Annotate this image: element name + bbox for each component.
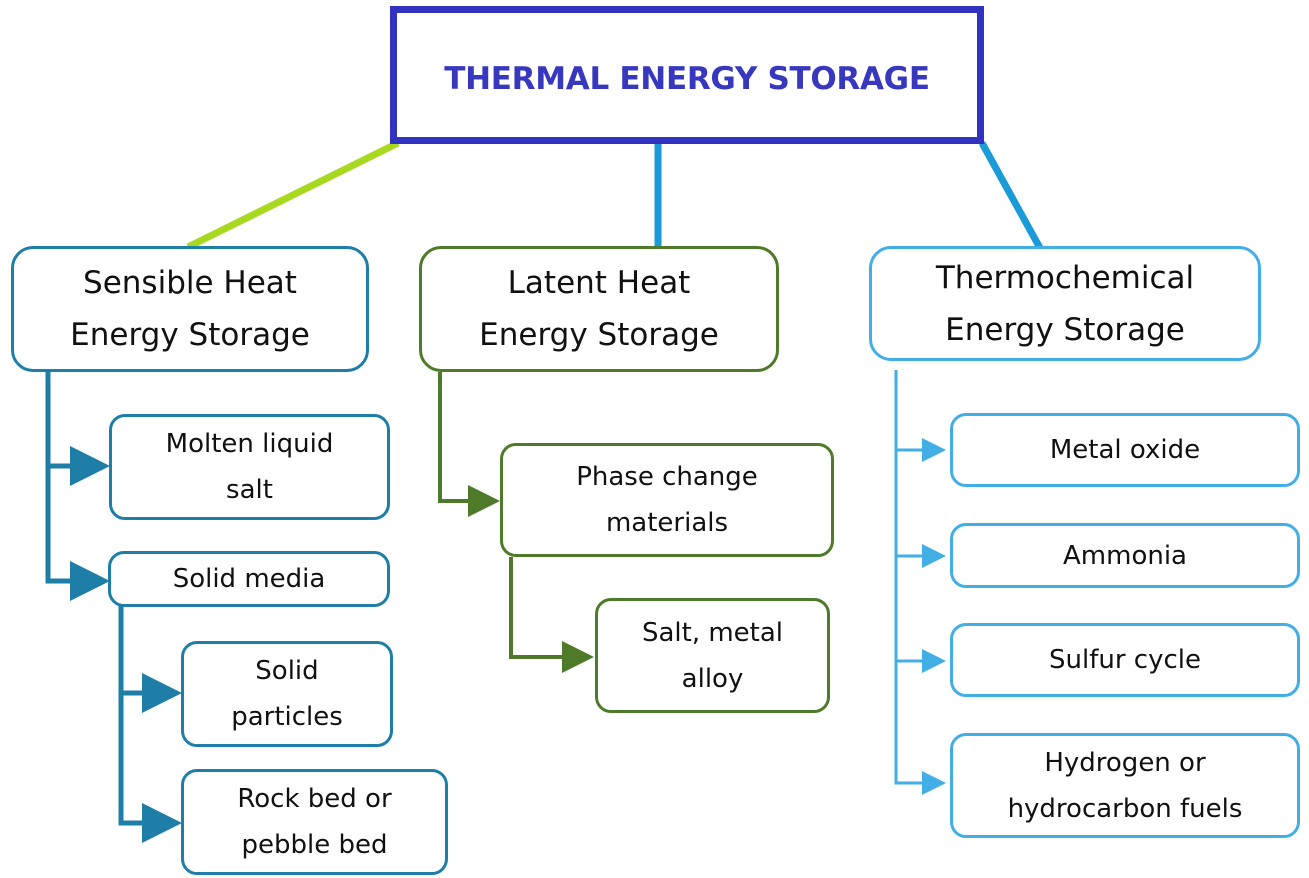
- node-molten-liquid-salt: Molten liquid salt: [109, 414, 390, 520]
- link-pcm-salt: [509, 557, 594, 673]
- node-sulfur-cycle: Sulfur cycle: [950, 623, 1300, 697]
- node-phase-change-materials: Phase change materials: [500, 443, 834, 557]
- category-latent-heat: Latent Heat Energy Storage: [419, 246, 779, 372]
- link-thermo-trunk: [894, 370, 946, 795]
- root-node-title: THERMAL ENERGY STORAGE: [390, 6, 984, 144]
- link-solid-trunk: [118, 606, 182, 843]
- category-thermochemical: Thermochemical Energy Storage: [869, 246, 1261, 361]
- node-solid-media: Solid media: [108, 551, 390, 607]
- link-latent-pcm: [438, 372, 500, 517]
- link-sensible-trunk: [45, 372, 110, 601]
- node-solid-particles: Solid particles: [181, 641, 393, 747]
- category-sensible-heat: Sensible Heat Energy Storage: [11, 246, 369, 372]
- node-rock-bed: Rock bed or pebble bed: [181, 769, 448, 875]
- link-root-thermochemical: [978, 141, 1044, 250]
- node-metal-oxide: Metal oxide: [950, 413, 1300, 487]
- node-salt-metal-alloy: Salt, metal alloy: [595, 598, 830, 713]
- link-root-sensible: [186, 139, 400, 251]
- node-ammonia: Ammonia: [950, 523, 1300, 588]
- node-hydrogen-fuels: Hydrogen or hydrocarbon fuels: [950, 733, 1300, 838]
